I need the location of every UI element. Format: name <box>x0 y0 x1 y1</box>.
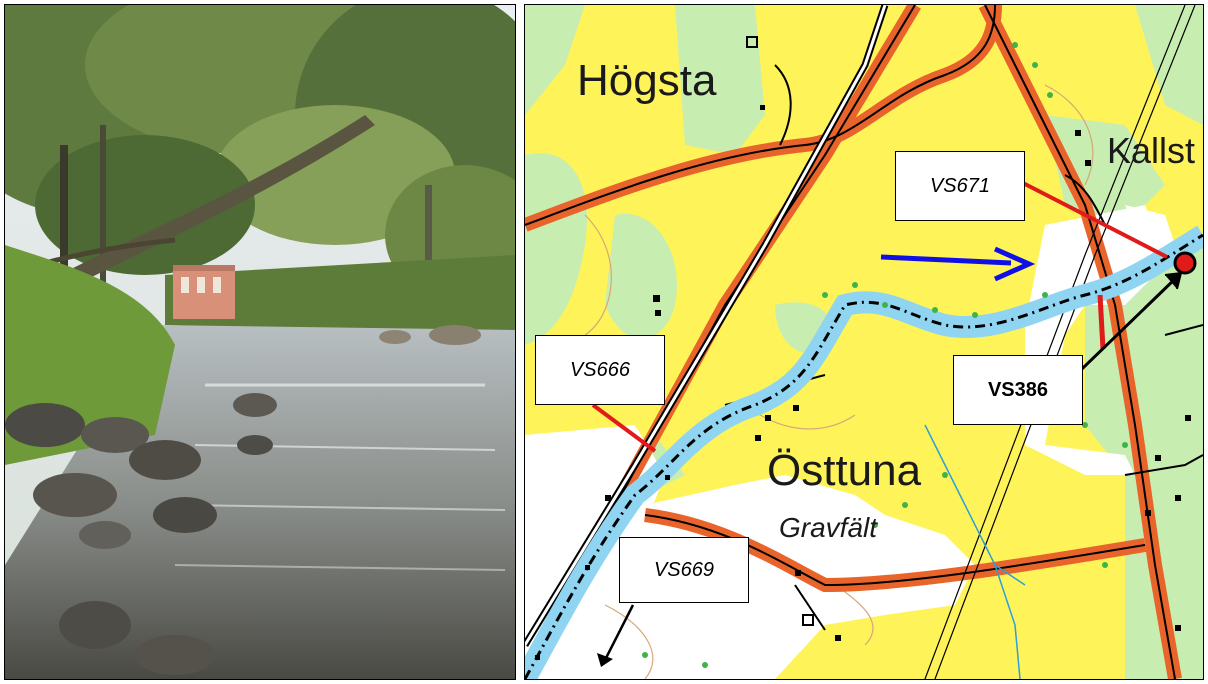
place-label-kallst: Kallst <box>1107 130 1195 171</box>
vs669-leader-arrow <box>603 604 635 661</box>
river-photo-icon <box>5 5 515 679</box>
vs386-location-marker <box>1173 251 1197 275</box>
vs671-leader-line <box>1022 181 1168 259</box>
river-photo <box>4 4 516 680</box>
arrow-head-icon <box>1164 271 1183 290</box>
open-land <box>1125 205 1175 255</box>
arrow-head-icon <box>993 246 1036 282</box>
arrow-head-icon <box>597 653 613 667</box>
callout-vs671: VS671 <box>895 151 1025 221</box>
topographic-map: Högsta Kallst Östtuna Gravfält VS671 VS6… <box>524 4 1204 680</box>
vs666-leader-line <box>591 403 657 453</box>
callout-vs386: VS386 <box>953 355 1083 425</box>
place-label-osttuna: Östtuna <box>767 446 922 495</box>
flow-direction-arrow <box>880 254 1012 266</box>
forest-area <box>675 5 765 155</box>
place-label-hogsta: Högsta <box>577 56 717 105</box>
forest-area <box>525 5 585 115</box>
map-canvas: Högsta Kallst Östtuna Gravfält <box>525 5 1203 679</box>
place-label-gravfalt: Gravfält <box>779 512 878 543</box>
forest-area <box>605 213 677 339</box>
callout-vs669: VS669 <box>619 537 749 603</box>
red-section-marker <box>1097 294 1106 350</box>
buildings <box>535 36 1191 660</box>
forest-area <box>1135 5 1203 125</box>
callout-vs666: VS666 <box>535 335 665 405</box>
